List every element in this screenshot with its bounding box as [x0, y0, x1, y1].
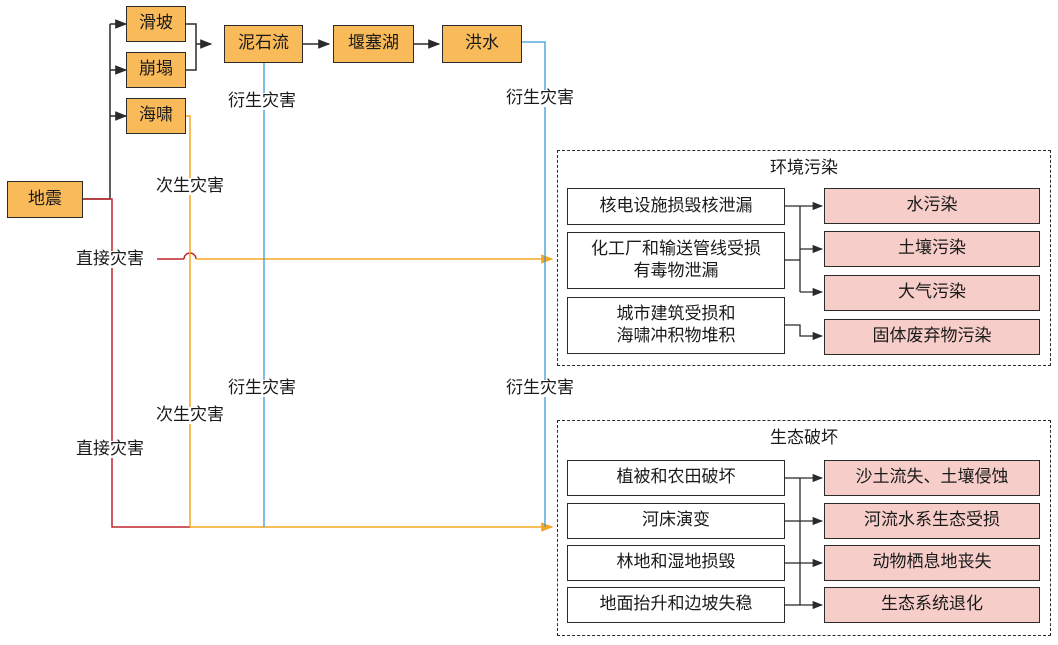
barrier-lake-node: 堰塞湖	[333, 25, 414, 63]
derived-hazard-label: 衍生灾害	[506, 378, 574, 398]
ecology-effect-box: 沙土流失、土壤侵蚀	[824, 460, 1040, 496]
collapse-node: 崩塌	[126, 52, 186, 88]
direct-hazard-label: 直接灾害	[76, 249, 146, 269]
environment-effect-box: 水污染	[824, 188, 1040, 224]
ecology-cause-box: 林地和湿地损毁	[567, 545, 785, 581]
secondary-hazard-label: 次生灾害	[156, 176, 224, 196]
environment-connectors	[785, 201, 824, 341]
ecology-effect-box: 河流水系生态受损	[824, 503, 1040, 539]
derived-hazard-label: 衍生灾害	[228, 378, 296, 398]
ecology-panel-title: 生态破坏	[770, 428, 838, 448]
landslide-node: 滑坡	[126, 6, 186, 42]
bracket-to-debris-flow	[186, 23, 213, 71]
environment-panel	[557, 150, 1051, 366]
earthquake-branch-lines	[83, 19, 128, 200]
flood-node: 洪水	[442, 25, 522, 63]
derived-hazard-label: 衍生灾害	[506, 88, 574, 108]
derived-hazard-lines	[263, 41, 546, 527]
direct-hazard-label: 直接灾害	[76, 439, 144, 459]
ecology-effect-box: 动物栖息地丧失	[824, 545, 1040, 581]
secondary-hazard-label: 次生灾害	[156, 405, 224, 425]
derived-hazard-label: 衍生灾害	[228, 91, 296, 111]
earthquake-node: 地震	[7, 181, 83, 218]
environment-cause-box: 城市建筑受损和 海啸冲积物堆积	[567, 297, 785, 354]
ecology-cause-box: 地面抬升和边坡失稳	[567, 587, 785, 623]
secondary-hazard-line	[186, 115, 554, 532]
environment-panel-title: 环境污染	[770, 158, 838, 178]
ecology-cause-box: 植被和农田破坏	[567, 460, 785, 496]
environment-effect-box: 大气污染	[824, 275, 1040, 311]
debris-flow-node: 泥石流	[224, 25, 303, 63]
ecology-panel	[557, 420, 1051, 636]
environment-cause-box: 核电设施损毁核泄漏	[567, 188, 785, 225]
ecology-cause-box: 河床演变	[567, 503, 785, 539]
ecology-effect-box: 生态系统退化	[824, 587, 1040, 623]
environment-cause-box: 化工厂和输送管线受损 有毒物泄漏	[567, 232, 785, 289]
environment-effect-box: 固体废弃物污染	[824, 319, 1040, 355]
environment-effect-box: 土壤污染	[824, 231, 1040, 267]
ecology-connectors	[785, 473, 824, 610]
tsunami-node: 海啸	[126, 98, 186, 134]
